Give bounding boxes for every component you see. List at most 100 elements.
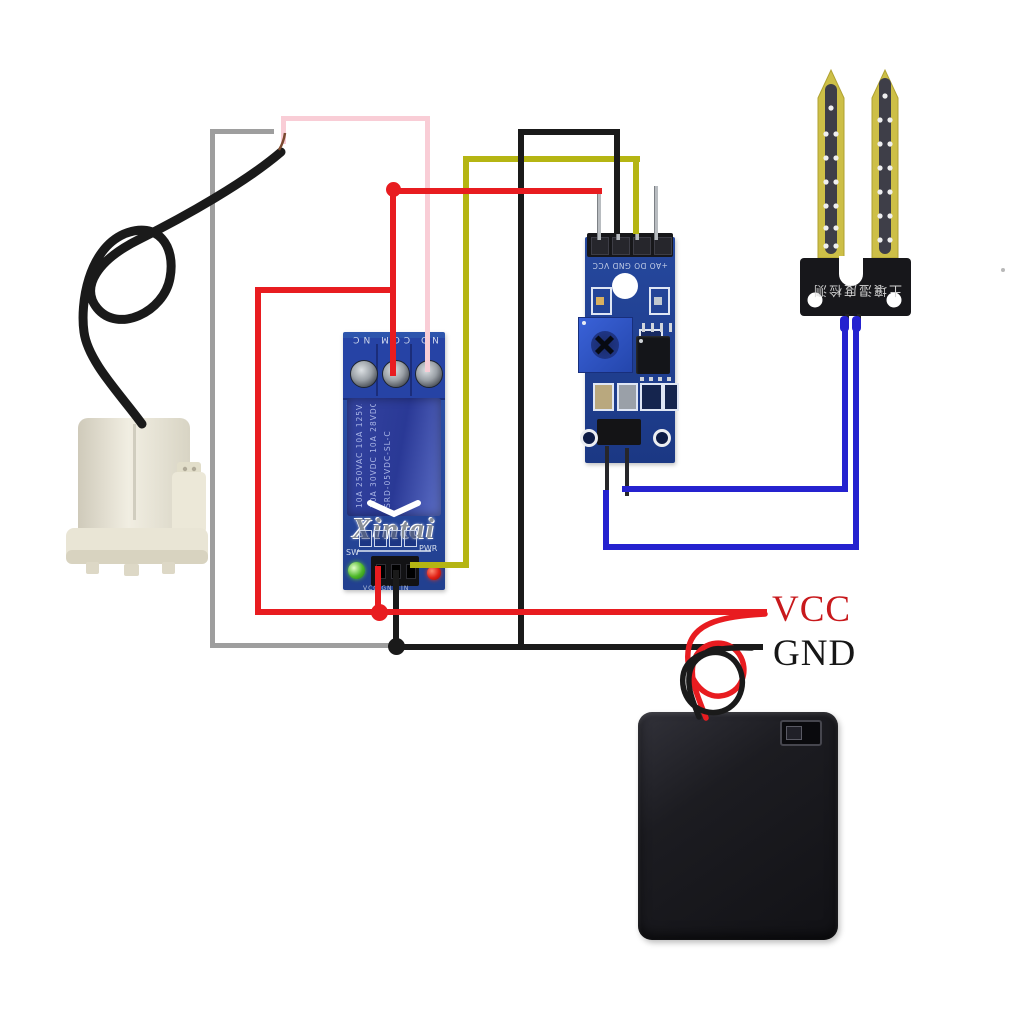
wire-yellow <box>410 562 469 568</box>
battery-wire-red <box>685 611 768 721</box>
power-switch <box>780 720 822 746</box>
ic-pad <box>642 323 645 332</box>
led-chip <box>654 297 662 305</box>
wire-red <box>375 566 381 614</box>
silkscreen-line <box>357 550 431 552</box>
junction-dot-red <box>386 182 401 197</box>
ic-pad <box>667 377 671 381</box>
pin-socket <box>633 237 651 255</box>
wire-black <box>614 129 620 234</box>
ic-pad <box>658 377 662 381</box>
wire-gray <box>210 129 274 134</box>
ic-pin1-dot <box>639 339 643 343</box>
power-led-bracket <box>591 287 612 315</box>
pump-foot <box>124 564 139 576</box>
pump-cable-fray <box>277 132 287 151</box>
soil-moisture-probe: 土壤湿度检测 <box>795 56 925 342</box>
ic-pad <box>660 323 663 332</box>
wire-pink <box>281 118 286 144</box>
water-pump-graphic <box>66 418 208 576</box>
battery-holder <box>638 712 838 940</box>
pump-cable <box>78 147 286 429</box>
ic-pad <box>649 377 653 381</box>
smd-component <box>663 383 679 411</box>
mounting-hole <box>886 292 902 308</box>
wire-red <box>392 188 602 194</box>
image-speck <box>1001 268 1005 272</box>
probe-graphic <box>800 68 911 328</box>
screw-terminal-com <box>382 360 410 388</box>
wire-red <box>390 188 396 376</box>
trimmer-potentiometer <box>578 317 633 373</box>
wire-black <box>518 129 524 650</box>
wire-yellow <box>633 156 639 234</box>
relay-pin-labels: VCC GND IN <box>363 585 410 592</box>
silkscreen-box <box>404 530 417 547</box>
silkscreen-box <box>359 530 372 547</box>
pwr-label: PWR <box>419 544 438 553</box>
green-led <box>348 562 365 579</box>
pump-foot <box>162 562 175 574</box>
watermark-text: Xintai <box>352 514 436 545</box>
wire-yellow <box>463 156 640 162</box>
pin-socket <box>612 237 630 255</box>
pump-foot <box>86 562 99 574</box>
switch-knob <box>786 726 802 740</box>
probe-trace-left <box>825 84 837 254</box>
screw-terminal-no <box>350 360 378 388</box>
ic-pad <box>669 323 672 332</box>
smd-component <box>593 383 614 411</box>
sensor-pin-header <box>587 233 673 257</box>
wire-yellow <box>463 156 469 568</box>
probe-trace-right <box>879 78 891 254</box>
wire-black <box>395 644 763 650</box>
probe-pin-header <box>597 419 641 445</box>
gnd-label: GND <box>773 633 857 674</box>
probe-holes-left <box>823 105 839 249</box>
sensor-pin-ao <box>654 186 658 240</box>
smd-component <box>640 383 663 411</box>
wire-gray <box>210 129 215 648</box>
wire-gray <box>210 643 400 648</box>
silkscreen-box <box>389 530 402 547</box>
wire-pink <box>281 116 430 121</box>
watermark-chevron-icon <box>367 500 421 518</box>
probe-holes-right <box>877 93 893 243</box>
vcc-label: VCC <box>772 589 852 630</box>
ic-pad <box>640 377 644 381</box>
ic-pad <box>651 323 654 332</box>
wire-blue-tip <box>852 316 861 332</box>
wire-blue <box>622 486 848 492</box>
mounting-hole <box>653 429 671 447</box>
wire-red <box>255 609 767 615</box>
wire-blue <box>853 328 859 550</box>
wire-red <box>255 287 261 614</box>
wire-red <box>255 287 396 293</box>
comparator-ic <box>636 336 670 374</box>
trimmer-dot <box>582 321 586 325</box>
sw-label: SW <box>346 548 359 557</box>
pump-nozzle <box>172 472 206 534</box>
silkscreen-box <box>374 530 387 547</box>
wire-blue <box>603 544 859 550</box>
mounting-hole <box>580 429 598 447</box>
wire-blue-tip <box>840 316 849 332</box>
water-pump <box>60 408 220 578</box>
smd-component <box>617 383 638 411</box>
pin-socket <box>654 237 672 255</box>
nozzle-hole <box>191 466 197 472</box>
probe-notch-round <box>839 262 863 286</box>
terminal-divider <box>410 344 412 396</box>
pump-seam <box>133 424 136 520</box>
wire-blue <box>603 490 609 548</box>
wire-pink <box>425 116 430 372</box>
nozzle-hole <box>182 466 188 472</box>
moisture-sensor-module: +AO DO GND VCC <box>578 233 679 463</box>
pump-base-shade <box>66 550 208 564</box>
mounting-hole <box>612 273 638 299</box>
led-chip <box>596 297 604 305</box>
junction-dot-black <box>388 638 405 655</box>
sensor-pin-vcc <box>597 194 601 240</box>
